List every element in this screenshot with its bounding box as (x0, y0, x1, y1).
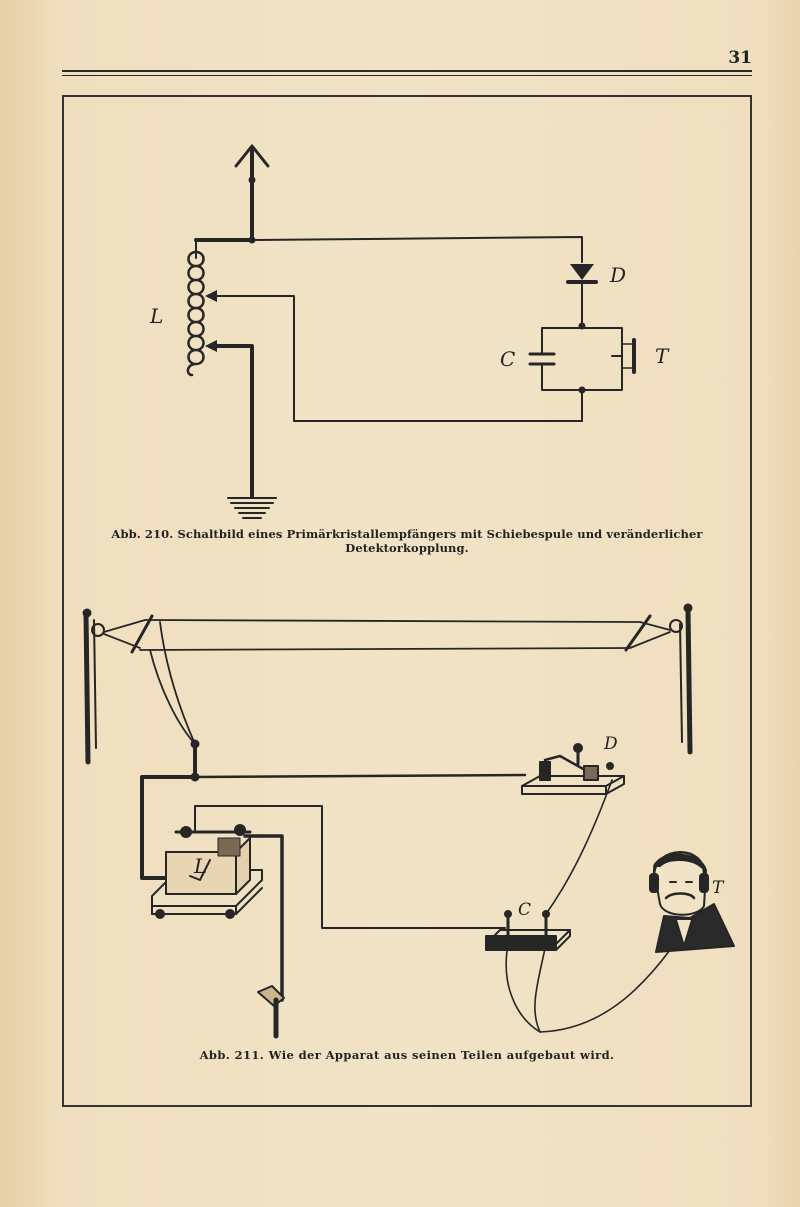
capacitor-block (485, 910, 571, 951)
listener-portrait (649, 851, 735, 953)
ground-wire (243, 834, 284, 1002)
label-telephone-210: T (655, 344, 669, 368)
header-rule (62, 70, 752, 76)
label-coil-210: L (150, 304, 164, 328)
wire-detector-capacitor (545, 779, 613, 915)
label-capacitor-210: C (500, 347, 516, 371)
headphone-cord (505, 943, 671, 1033)
detector-symbol (570, 264, 594, 280)
wire-to-capacitor (194, 805, 506, 929)
label-coil-211: L (194, 854, 208, 878)
antenna-wires (103, 614, 671, 745)
lead-in-wire (140, 742, 197, 880)
label-capacitor-211: C (518, 900, 532, 920)
wire-to-detector (193, 773, 527, 779)
label-detector-210: D (610, 263, 627, 287)
caption-figure-211: Abb. 211. Wie der Apparat aus seinen Tei… (199, 1048, 615, 1062)
ground-symbol (227, 497, 277, 519)
coil-winding (186, 250, 205, 377)
sliding-coil (151, 824, 263, 919)
figure-frame (62, 95, 752, 1107)
left-mast (82, 608, 105, 765)
label-detector-211: D (604, 734, 618, 754)
right-mast (669, 603, 693, 755)
parallel-network (541, 327, 623, 347)
slider-wire-2 (213, 344, 254, 499)
page-number: 31 (728, 48, 752, 68)
label-telephone-211: T (712, 878, 724, 898)
detector-stand (521, 743, 625, 795)
ground-clamp (257, 985, 285, 1039)
caption-figure-210: Abb. 210. Schaltbild eines Primärkristal… (111, 527, 703, 555)
